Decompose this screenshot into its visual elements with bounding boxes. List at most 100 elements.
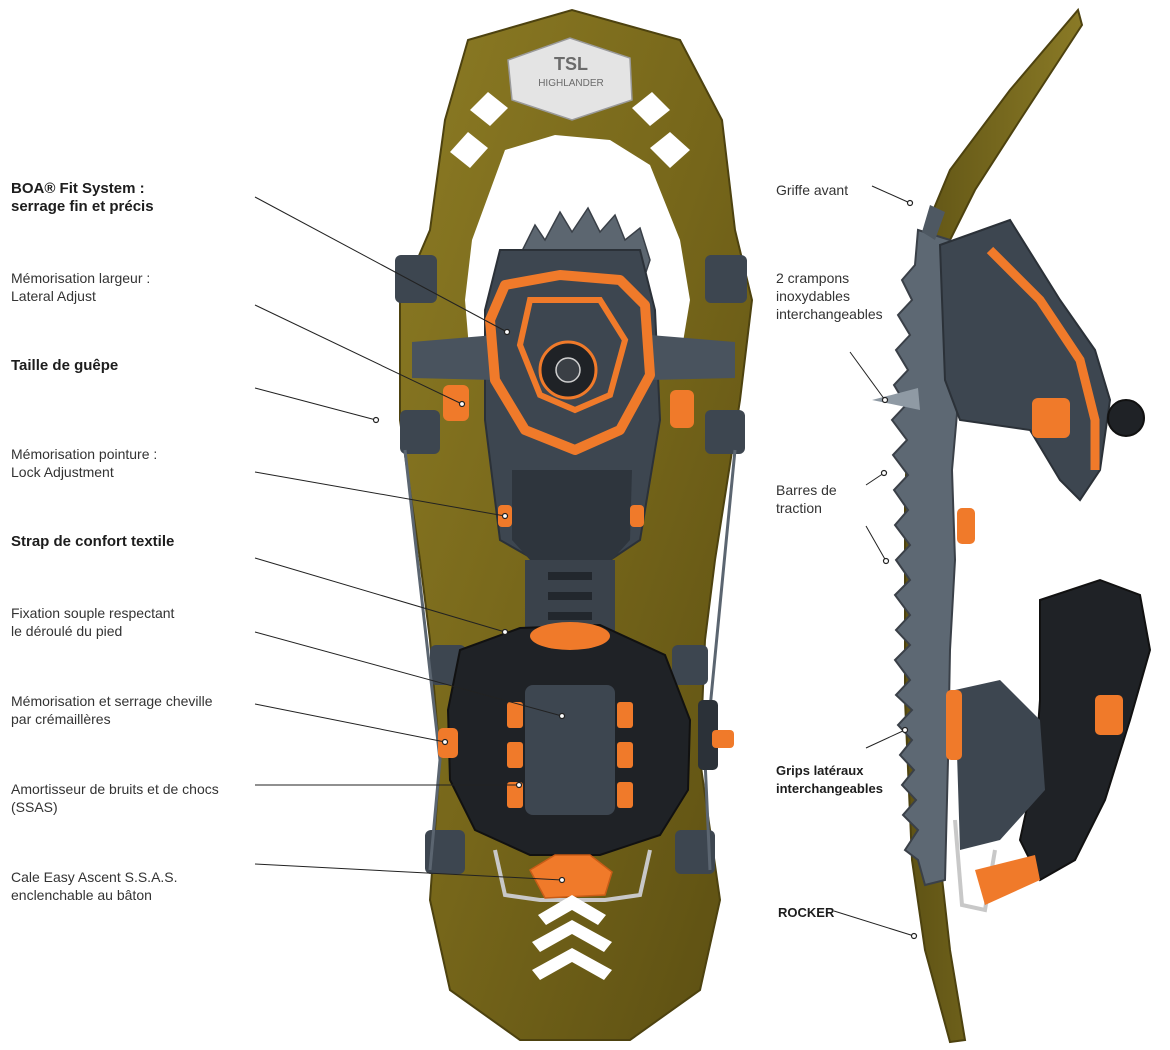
frame-cutout xyxy=(450,132,488,168)
central-rail-slot xyxy=(548,592,592,600)
frame-bracket xyxy=(400,410,440,454)
leader-line xyxy=(254,557,506,633)
callout-lock-adjustment: Mémorisation pointure : Lock Adjustment xyxy=(11,446,158,480)
ssas-pad xyxy=(507,702,523,728)
leader-dot xyxy=(558,712,566,720)
leader-line xyxy=(254,703,446,743)
leader-line xyxy=(254,631,563,717)
callout-grips-lateraux: Grips latéraux interchangeables xyxy=(776,763,883,796)
easy-ascent-wedge xyxy=(529,854,613,899)
leader-dot xyxy=(515,781,523,789)
callout-griffe-avant: Griffe avant xyxy=(776,182,849,198)
lock-adjust-clip xyxy=(630,505,644,527)
leader-line xyxy=(254,471,506,517)
leader-line xyxy=(849,351,886,401)
frame-bracket xyxy=(705,410,745,454)
leader-line xyxy=(254,863,563,881)
callout-crampons: 2 crampons inoxydables interchangeables xyxy=(776,270,883,322)
frame-cutout xyxy=(470,92,508,126)
leader-dot xyxy=(503,328,511,336)
central-rail-slot xyxy=(548,572,592,580)
leader-line xyxy=(865,525,887,562)
side-lateral-grip xyxy=(946,690,962,760)
leader-lines-right xyxy=(833,185,915,937)
binding-arm-left xyxy=(412,335,495,380)
callout-easy-ascent: Cale Easy Ascent S.S.A.S. enclenchable a… xyxy=(11,869,178,903)
binding-arm-right xyxy=(650,335,735,380)
leader-line xyxy=(871,185,911,204)
logo-model: HIGHLANDER xyxy=(538,78,604,89)
boa-dial-center xyxy=(555,357,581,383)
leader-lines-left xyxy=(254,196,563,881)
leader-line xyxy=(254,304,463,405)
boa-strap xyxy=(485,270,655,455)
leader-dot xyxy=(372,416,380,424)
frame-bracket xyxy=(675,830,715,874)
callout-barres-traction: Barres de traction xyxy=(776,482,837,516)
callout-fixation-souple: Fixation souple respectant le déroulé du… xyxy=(11,605,175,639)
leader-dot xyxy=(881,396,889,404)
frame-bracket xyxy=(672,645,708,685)
lateral-adjust-right xyxy=(670,390,694,428)
callout-cremailleres: Mémorisation et serrage cheville par cré… xyxy=(11,693,213,727)
ssas-pad xyxy=(507,742,523,768)
leader-line xyxy=(833,910,915,937)
lateral-adjust-left xyxy=(443,385,469,421)
leader-dots-right xyxy=(880,199,918,940)
side-lock-clip xyxy=(957,508,975,544)
ssas-pad xyxy=(617,702,633,728)
side-easy-ascent xyxy=(975,855,1040,905)
central-rail-slot xyxy=(548,612,592,620)
ssas-pad xyxy=(617,782,633,808)
side-crampon xyxy=(872,388,920,410)
lock-adjust-plate xyxy=(512,470,632,560)
callout-lateral-adjust: Mémorisation largeur : Lateral Adjust xyxy=(11,270,151,304)
tail-chevron xyxy=(538,895,606,925)
callout-ssas: Amortisseur de bruits et de chocs (SSAS) xyxy=(11,781,219,815)
frame-bracket xyxy=(395,255,437,303)
frame-cutout xyxy=(650,132,690,168)
ankle-ratchet xyxy=(698,700,718,770)
tail-chevron xyxy=(532,948,612,980)
side-ankle-ratchet xyxy=(1095,695,1123,735)
heel-plate xyxy=(525,685,615,815)
leader-line xyxy=(254,196,508,333)
leader-dot xyxy=(906,199,914,207)
frame-cutout xyxy=(632,92,670,126)
leader-dots-left xyxy=(372,328,566,884)
leader-dot xyxy=(441,738,449,746)
ankle-ratchet xyxy=(438,728,458,758)
side-boa-strap xyxy=(986,246,1100,470)
ssas-pad xyxy=(617,742,633,768)
strap-logo-patch xyxy=(530,622,610,650)
side-front-claw xyxy=(922,205,945,240)
logo-plate xyxy=(507,37,633,121)
side-cable xyxy=(403,449,442,871)
leader-line xyxy=(865,729,906,749)
side-lateral-clip xyxy=(1032,398,1070,438)
leader-dot xyxy=(880,469,888,477)
leader-line xyxy=(254,387,377,421)
callout-boa-fit-system: BOA® Fit System : serrage fin et précis xyxy=(11,180,154,215)
side-heel-cup xyxy=(955,680,1045,850)
callout-taille-de-guepe: Taille de guêpe xyxy=(11,357,119,374)
snowshoe-side-view xyxy=(872,7,1152,1044)
snowshoe-top-view: TSL HIGHLANDER xyxy=(395,8,754,1041)
frame-bracket xyxy=(705,255,747,303)
boa-strap-inner xyxy=(516,297,629,414)
leader-dot xyxy=(901,726,909,734)
ssas-pad xyxy=(507,782,523,808)
logo-brand: TSL xyxy=(554,54,588,74)
frame-bracket xyxy=(425,830,465,874)
leader-dot xyxy=(458,400,466,408)
leader-dot xyxy=(910,932,918,940)
callout-rocker: ROCKER xyxy=(778,905,835,920)
leader-dot xyxy=(558,876,566,884)
leader-dot xyxy=(882,557,890,565)
leader-dot xyxy=(501,512,509,520)
leader-dot xyxy=(501,628,509,636)
leader-line xyxy=(865,472,885,486)
callout-strap-confort: Strap de confort textile xyxy=(11,533,175,550)
ankle-ratchet xyxy=(712,730,734,748)
